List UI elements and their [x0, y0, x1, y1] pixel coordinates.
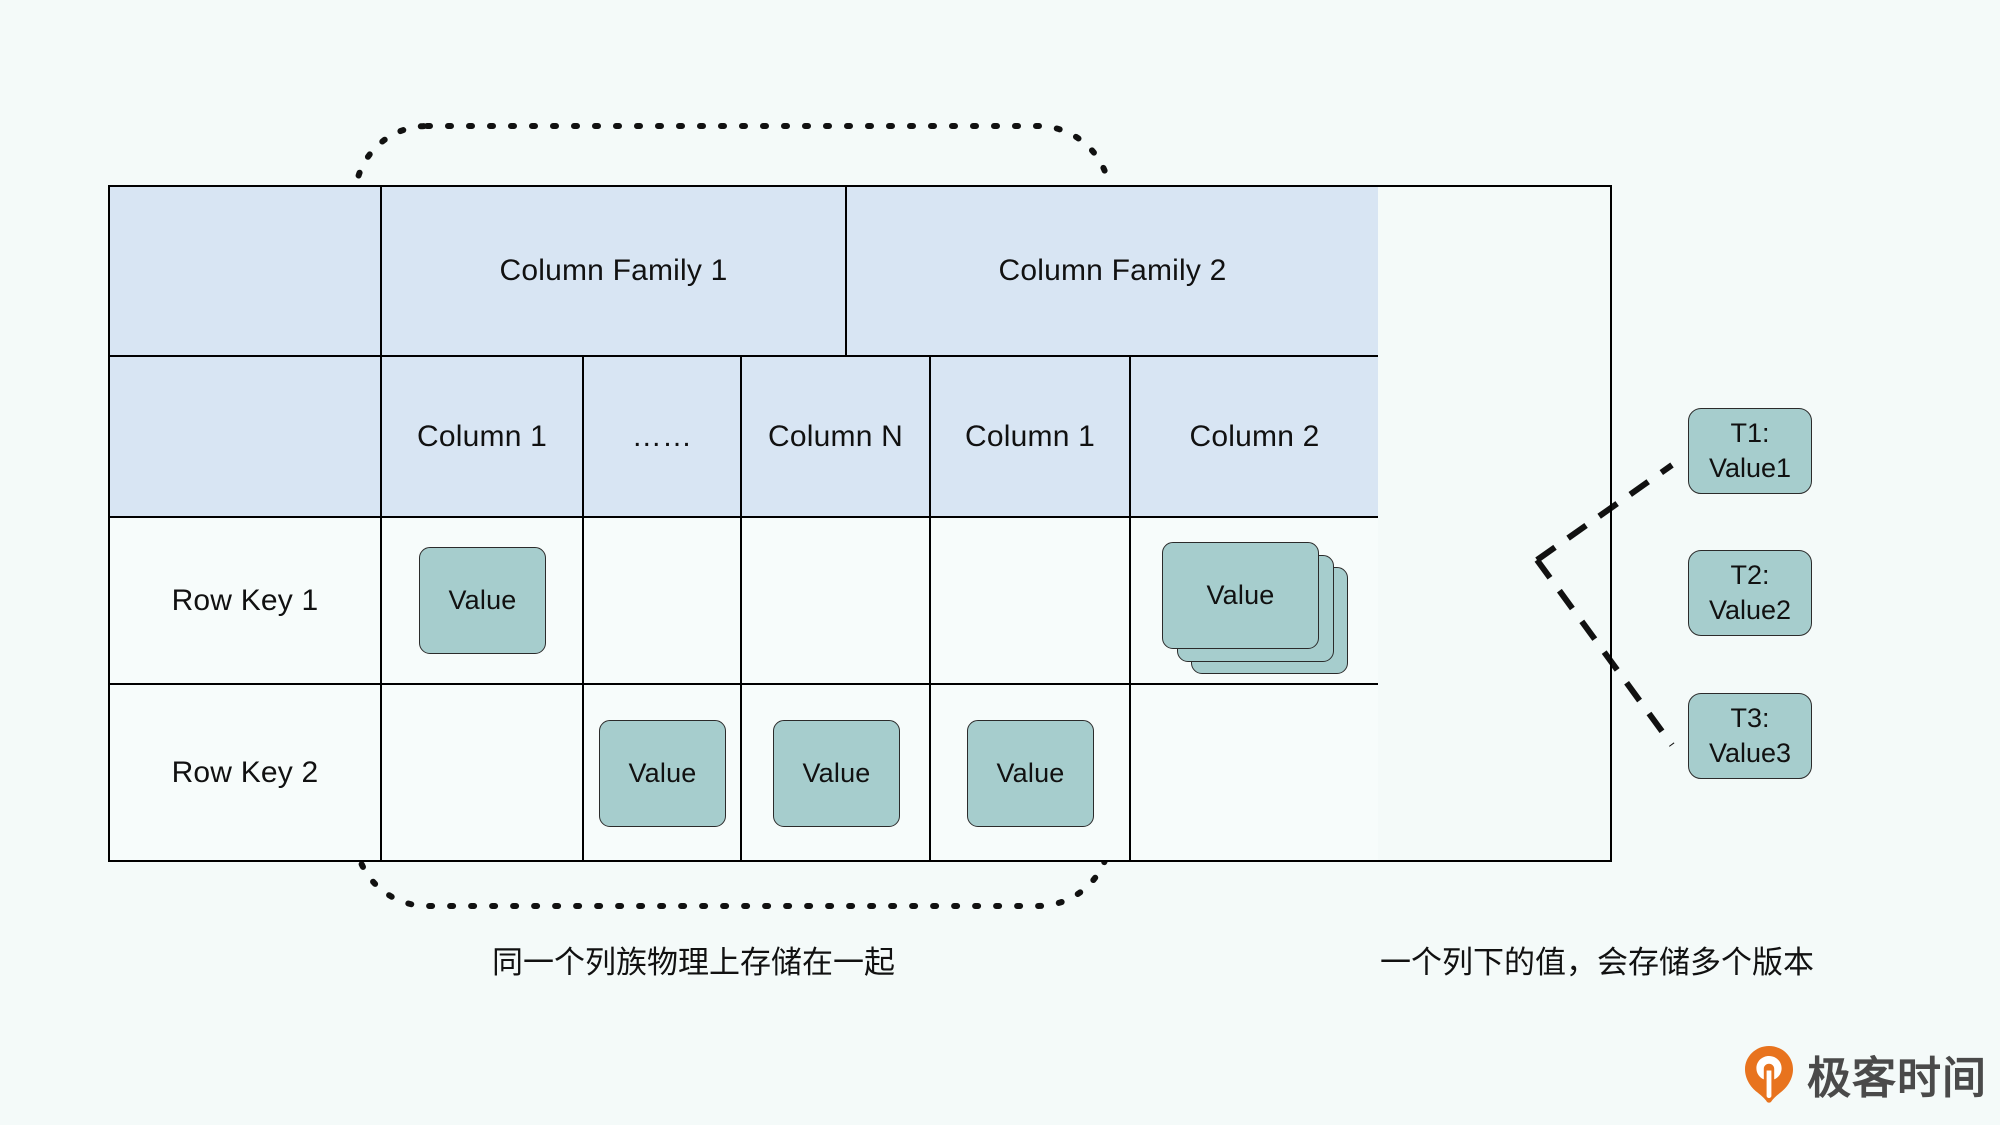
cell-r1-c3 — [740, 516, 929, 683]
row-key-1-label: Row Key 1 — [110, 516, 380, 683]
value-chip: Value — [967, 720, 1094, 827]
cell-r2-c4: Value — [929, 683, 1129, 860]
column-header-n: Column N — [740, 355, 929, 516]
table-corner-cell — [110, 187, 380, 355]
caption-left: 同一个列族物理上存储在一起 — [492, 945, 895, 980]
cell-r1-c5: Value — [1129, 516, 1378, 683]
version-value: Value3 — [1708, 738, 1792, 768]
version-timestamp: T1: — [1730, 418, 1770, 449]
version-chip-t2: T2: Value2 — [1688, 550, 1812, 636]
version-timestamp: T3: — [1730, 703, 1770, 734]
column-family-header-2: Column Family 2 — [845, 187, 1378, 355]
value-chip: Value — [599, 720, 726, 827]
cell-r1-c1: Value — [380, 516, 582, 683]
column-header-cf2-1: Column 1 — [929, 355, 1129, 516]
cell-r2-c1 — [380, 683, 582, 860]
caption-right: 一个列下的值，会存储多个版本 — [1380, 945, 1814, 980]
column-family-header-1: Column Family 1 — [380, 187, 845, 355]
version-timestamp: T2: — [1730, 560, 1770, 591]
column-header-cf2-2: Column 2 — [1129, 355, 1378, 516]
hbase-schema-table: Column Family 1 Column Family 2 Column 1… — [108, 185, 1612, 862]
geekbang-mark-icon — [1745, 1046, 1793, 1103]
value-chip-version-1: Value — [1162, 542, 1319, 649]
column-header-spacer — [110, 355, 380, 516]
cell-r2-c3: Value — [740, 683, 929, 860]
brand-logo: 极客时间 — [1742, 1042, 1987, 1106]
version-value: Value2 — [1708, 595, 1792, 625]
value-chip: Value — [773, 720, 900, 827]
version-value: Value1 — [1708, 453, 1792, 483]
cell-r1-c2 — [582, 516, 740, 683]
value-chip: Value — [419, 547, 546, 654]
brand-name: 极客时间 — [1807, 1053, 1987, 1104]
column-header-1: Column 1 — [380, 355, 582, 516]
version-chip-t3: T3: Value3 — [1688, 693, 1812, 779]
cell-r1-c4 — [929, 516, 1129, 683]
cell-r2-c5 — [1129, 683, 1378, 860]
column-header-ellipsis: …… — [582, 355, 740, 516]
version-chip-t1: T1: Value1 — [1688, 408, 1812, 494]
row-key-2-label: Row Key 2 — [110, 683, 380, 860]
cell-r2-c2: Value — [582, 683, 740, 860]
